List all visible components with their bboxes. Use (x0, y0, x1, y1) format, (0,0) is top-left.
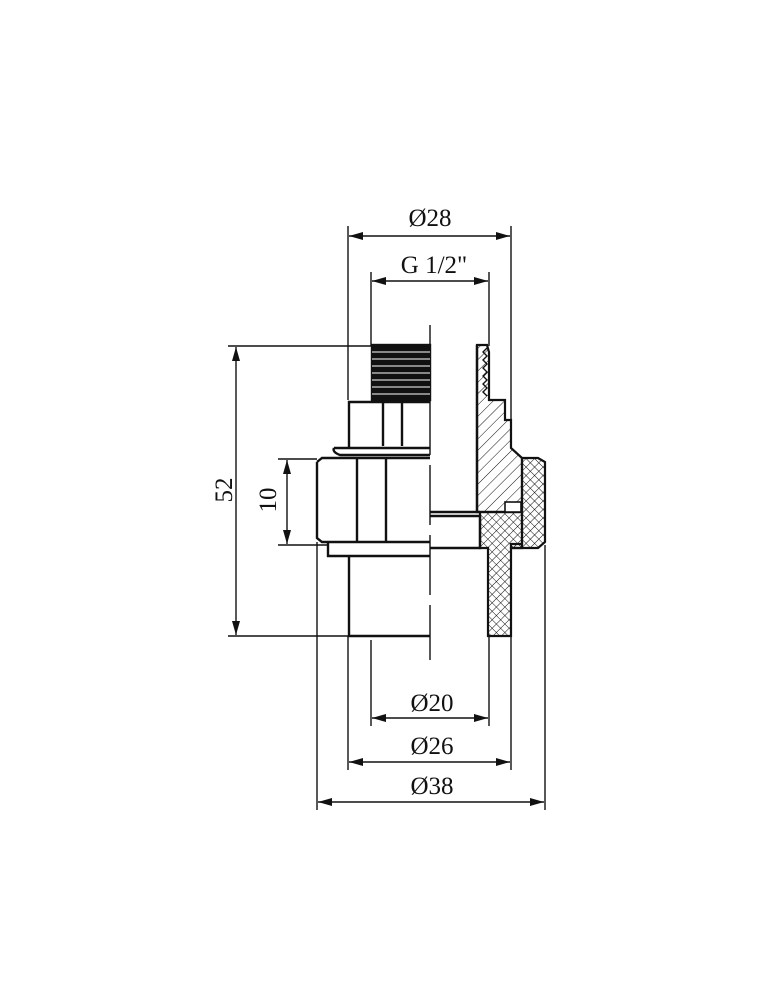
fitting-section (430, 343, 547, 638)
dim-nut-diameter: Ø38 (410, 773, 453, 800)
extension-lines (228, 226, 546, 810)
dim-thread: G 1/2" (401, 252, 467, 279)
dim-nut-height: 10 (255, 488, 282, 513)
dim-socket-diameter: Ø26 (410, 733, 453, 760)
dim-height: 52 (211, 478, 238, 503)
fitting-exterior (315, 343, 432, 638)
dim-inner-diameter: Ø20 (410, 690, 453, 717)
dim-outer-diameter-top: Ø28 (408, 205, 451, 232)
dimension-lines (232, 232, 544, 806)
